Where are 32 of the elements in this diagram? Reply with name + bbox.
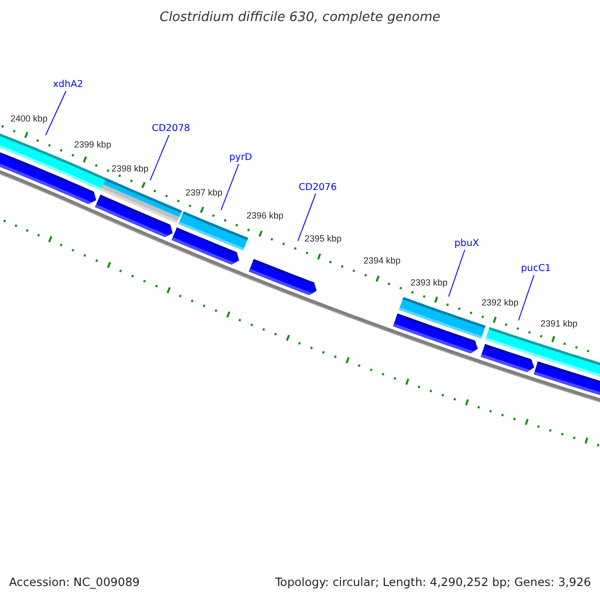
gene-label: pyrD [229,152,252,164]
scale-label: 2398 kbp [111,164,149,174]
leader-line [220,164,240,211]
scale-label: 2396 kbp [246,210,284,222]
gene-label: pucC1 [521,263,551,275]
scale-label: 2397 kbp [185,188,223,198]
scale-label: 2393 kbp [410,278,448,288]
scale-label: 2399 kbp [74,140,112,150]
scale-label: 2392 kbp [481,298,519,308]
gene-bar [392,314,478,354]
scale-label: 2395 kbp [304,234,342,244]
gene-bar [172,228,240,265]
gene-label: CD2078 [152,123,190,135]
scale-label: 2394 kbp [363,256,401,266]
gene-bar [0,152,96,204]
scale-label: 2400 kbp [10,114,48,124]
leader-line [45,90,66,136]
leader-line [448,250,466,298]
leader-line [297,193,316,242]
gene-label: xdhA2 [52,79,84,91]
map-title: Clostridium difficile 630, complete genome [160,10,440,26]
leader-line [150,134,170,181]
gene-label: CD2076 [298,182,337,194]
leader-line [518,274,534,321]
scale-label: 2391 kbp [540,318,578,330]
genome-summary-label: Topology: circular; Length: 4,290,252 bp; Genes: 3,926 [275,575,591,589]
gene-bar [95,194,173,238]
gene-bar [534,361,600,395]
gene-bar [480,344,534,372]
accession-label: Accession: NC_009089 [9,575,140,589]
gene-bar [248,258,317,296]
gene-label: pbuX [454,238,479,250]
